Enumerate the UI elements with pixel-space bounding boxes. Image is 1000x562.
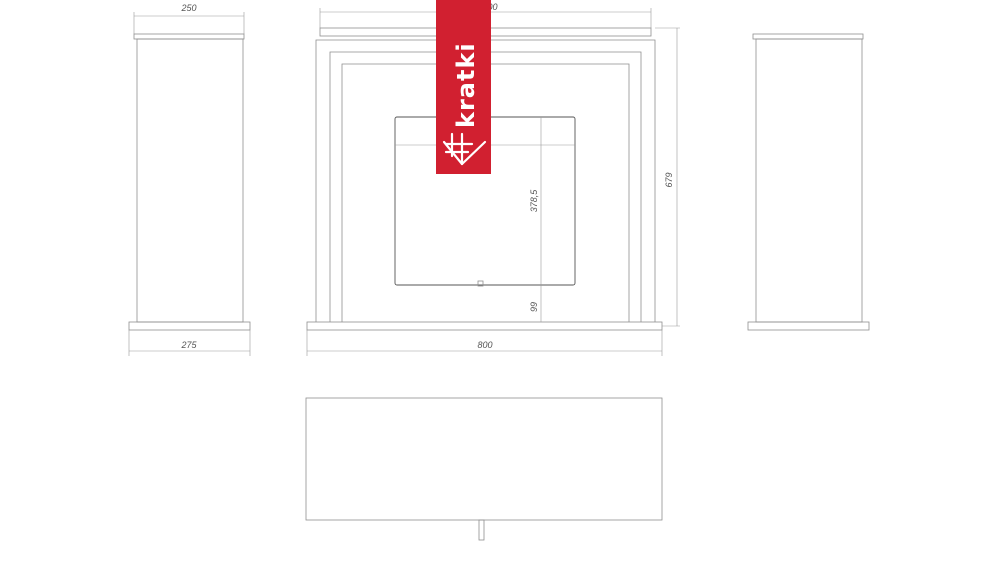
left-side-view: 250 275 bbox=[128, 3, 251, 356]
dim-opening-height: 378,5 bbox=[529, 189, 539, 213]
grid-check-icon bbox=[442, 132, 487, 166]
kratki-logo: kratki bbox=[436, 0, 491, 174]
dim-opening-bottom: 99 bbox=[529, 302, 539, 312]
dim-side-base-width: 275 bbox=[180, 340, 197, 350]
dim-side-top-width: 250 bbox=[180, 3, 196, 13]
plan-view bbox=[305, 397, 663, 541]
dim-front-base-width: 800 bbox=[477, 340, 492, 350]
logo-text: kratki bbox=[452, 42, 480, 128]
front-view: 800 5 378,5 99 679 800 bbox=[306, 2, 680, 356]
right-side-view bbox=[747, 33, 870, 331]
dim-total-height: 679 bbox=[664, 172, 674, 187]
